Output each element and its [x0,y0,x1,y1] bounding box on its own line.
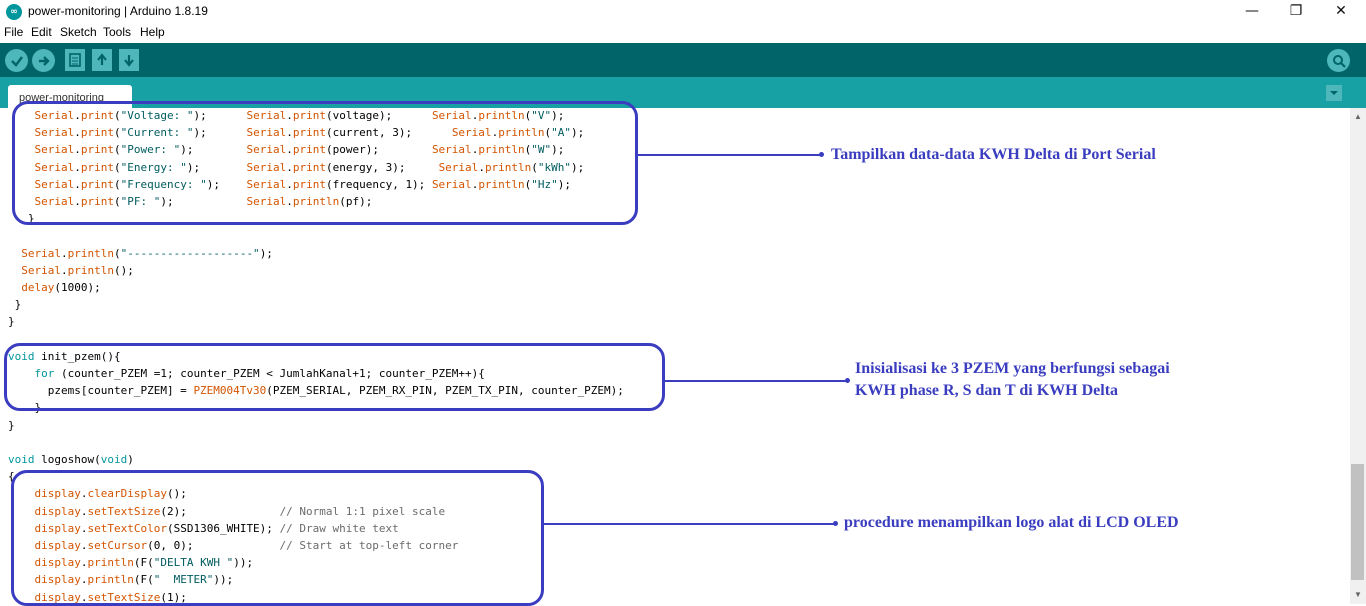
serial-monitor-button[interactable] [1327,49,1350,72]
code-line: display.setCursor(0, 0); // Start at top… [34,539,459,552]
menu-sketch[interactable]: Sketch [60,25,97,39]
code-line: Serial.println("-------------------"); [21,246,273,260]
upload-button[interactable] [32,49,55,72]
upload-icon [38,55,50,66]
code-line: Serial.print("PF: "); Serial.println(pf)… [34,195,373,208]
scroll-up-icon[interactable]: ▲ [1354,112,1362,121]
menu-file[interactable]: File [4,25,24,39]
title-bar: ∞ power-monitoring | Arduino 1.8.19 — ❐ … [0,0,1366,24]
connector-end-pzem [845,378,850,383]
annotation-pzem-line1: Inisialisasi ke 3 PZEM yang berfungsi se… [855,360,1170,377]
scroll-thumb[interactable] [1351,464,1364,580]
connector-pzem [662,380,848,382]
highlight-serial-output [12,101,638,225]
connector-logo [541,523,836,525]
new-icon [69,53,81,67]
new-button[interactable] [65,49,85,71]
chevron-down-icon [1330,91,1338,95]
code-line: } [8,418,15,432]
menu-edit[interactable]: Edit [31,25,52,39]
code-line: } [8,298,22,312]
code-line: Serial.print("Energy: "); Serial.print(e… [34,160,585,174]
code-line: } [8,212,35,226]
open-button[interactable] [92,49,112,71]
code-line: void logoshow(void) [8,453,134,466]
code-line: display.println(F(" METER")); [34,573,234,587]
code-line: { [8,470,15,484]
tab-menu-button[interactable] [1326,85,1342,101]
code-line: Serial.println(); [21,263,134,277]
highlight-logoshow [11,470,544,606]
scroll-down-icon[interactable]: ▼ [1354,590,1362,599]
save-button[interactable] [119,49,139,71]
code-line: display.setTextSize(1); [34,590,187,604]
code-line: display.setTextSize(2); // Normal 1:1 pi… [34,504,446,518]
annotation-pzem-line2: KWH phase R, S dan T di KWH Delta [855,382,1119,399]
highlight-init-pzem [4,343,665,411]
code-line: } [8,315,15,329]
save-icon [124,55,134,67]
menu-bar: File Edit Sketch Tools Help [0,24,1366,42]
code-line: display.setTextColor(SSD1306_WHITE); // … [34,521,399,535]
menu-tools[interactable]: Tools [103,25,132,39]
annotation-logo: procedure menampilkan logo alat di LCD O… [844,514,1179,531]
vertical-scrollbar[interactable]: ▲ ▼ [1350,108,1366,604]
code-line: Serial.print("Voltage: "); Serial.print(… [34,109,565,122]
serial-monitor-icon [1332,54,1346,68]
code-line: Serial.print("Power: "); Serial.print(po… [34,143,565,157]
code-line: pzems[counter_PZEM] = PZEM004Tv30(PZEM_S… [8,384,624,398]
code-editor[interactable]: Serial.print("Voltage: "); Serial.print(… [0,108,1350,604]
close-button[interactable]: ✕ [1335,3,1347,19]
connector-serial [637,154,822,156]
toolbar [0,43,1366,77]
minimize-button[interactable]: — [1245,3,1259,19]
connector-end-serial [819,152,824,157]
code-line: Serial.print("Current: "); Serial.print(… [34,126,585,140]
verify-button[interactable] [5,49,28,72]
connector-end-logo [833,521,838,526]
restore-button[interactable]: ❐ [1289,3,1303,19]
window-title: power-monitoring | Arduino 1.8.19 [28,4,208,18]
arduino-app-icon: ∞ [6,4,22,20]
code-line: display.clearDisplay(); [34,487,187,501]
open-icon [97,53,107,65]
code-line: } [8,401,42,415]
code-line: for (counter_PZEM =1; counter_PZEM < Jum… [34,367,485,380]
verify-icon [10,55,23,67]
code-line: delay(1000); [21,281,101,294]
annotation-serial: Tampilkan data-data KWH Delta di Port Se… [831,146,1156,163]
code-line: Serial.print("Frequency: "); Serial.prin… [34,177,572,191]
menu-help[interactable]: Help [140,25,165,39]
code-line: display.println(F("DELTA KWH ")); [34,556,254,570]
